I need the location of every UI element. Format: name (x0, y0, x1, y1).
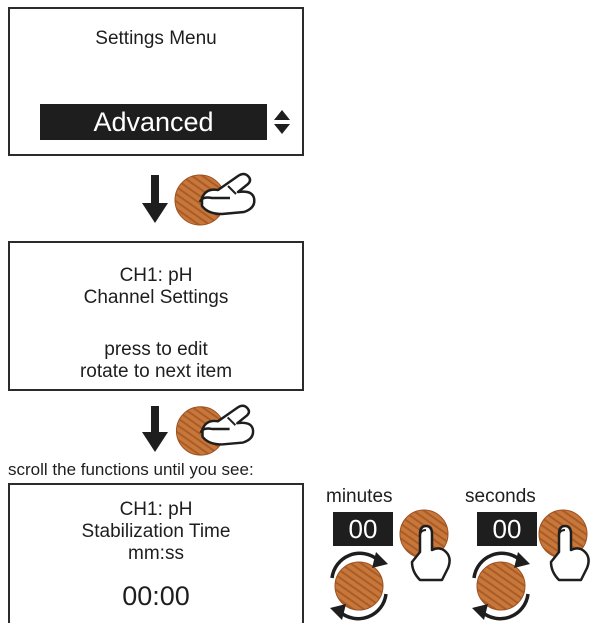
settings-menu-screen: Settings Menu Advanced (8, 7, 304, 156)
press-knob-hand-icon[interactable] (172, 400, 264, 458)
rotate-knob-icon[interactable] (462, 548, 540, 621)
channel-line: CH1: pH (119, 499, 193, 520)
up-down-arrows-icon (274, 110, 290, 134)
rotate-hint-line: rotate to next item (79, 361, 233, 382)
down-arrow-icon (142, 406, 168, 452)
rotate-knob-icon[interactable] (320, 548, 398, 621)
minutes-label: minutes (326, 486, 393, 507)
minutes-value-box: 00 (333, 512, 393, 546)
press-hint-line: press to edit (104, 339, 208, 360)
seconds-label: seconds (465, 486, 536, 507)
press-knob-hand-icon[interactable] (537, 506, 597, 584)
format-line: mm:ss (128, 543, 184, 564)
screen-title: Settings Menu (95, 28, 217, 49)
stabilization-time-screen: CH1: pH Stabilization Time mm:ss 00:00 (8, 483, 304, 623)
scroll-instruction: scroll the functions until you see: (8, 460, 254, 479)
function-name-line: Stabilization Time (81, 521, 231, 542)
press-knob-hand-icon[interactable] (398, 506, 458, 584)
seconds-value-box: 00 (477, 512, 537, 546)
channel-line: CH1: pH (119, 265, 193, 286)
press-knob-hand-icon[interactable] (172, 168, 264, 228)
channel-settings-line: Channel Settings (83, 287, 229, 308)
channel-settings-screen: CH1: pH Channel Settings press to edit r… (8, 241, 304, 391)
selected-menu-value: Advanced (40, 104, 267, 140)
down-arrow-icon (142, 175, 168, 223)
time-value: 00:00 (122, 581, 190, 611)
